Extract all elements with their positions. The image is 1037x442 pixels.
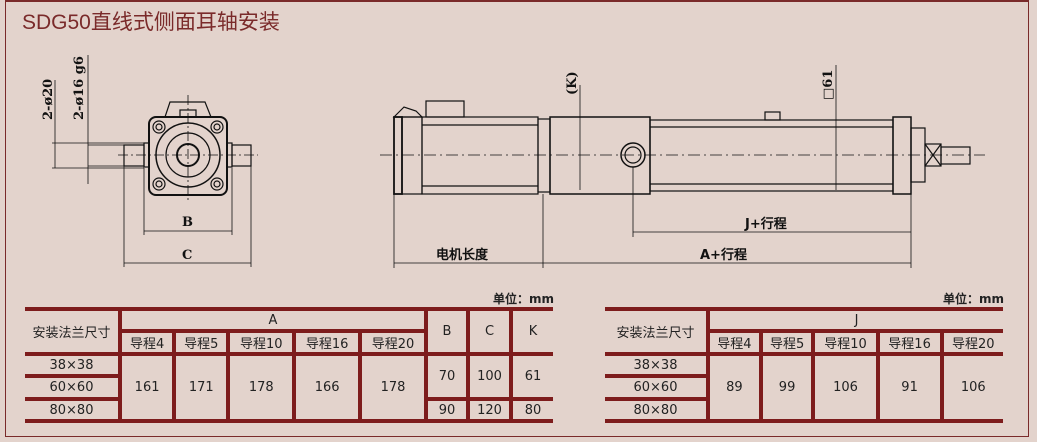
header-lead: 导程20 (358, 329, 426, 356)
flange-size: 80×80 (605, 397, 708, 423)
a-value: 178 (226, 352, 297, 423)
flange-size: 80×80 (25, 397, 122, 423)
dimension-table-a: 安装法兰尺寸 A B C K 导程4 导程5 导程10 导程16 导程20 38… (25, 307, 553, 423)
k-value: 80 (509, 397, 553, 423)
header-b: B (424, 307, 470, 356)
end-view (52, 55, 258, 267)
header-flange: 安装法兰尺寸 (25, 307, 122, 356)
flange-size: 38×38 (605, 352, 710, 378)
k-value: 61 (509, 352, 553, 401)
a-value: 161 (117, 352, 177, 423)
j-value: 99 (758, 352, 816, 423)
c-value: 120 (466, 397, 513, 423)
header-flange: 安装法兰尺寸 (605, 307, 710, 356)
dim-k: (K) (565, 71, 580, 95)
dim-phi20: 2-ø20 (41, 79, 56, 120)
dim-a-stroke: A+行程 (700, 247, 747, 263)
j-value: 91 (875, 352, 944, 423)
dim-b: B (182, 215, 193, 230)
a-value: 178 (358, 352, 428, 423)
header-lead: 导程10 (226, 329, 297, 356)
side-view (380, 65, 985, 268)
header-lead: 导程20 (939, 329, 1003, 356)
page-title: SDG50直线式侧面耳轴安装 (22, 11, 280, 34)
header-k: K (509, 307, 553, 356)
a-value: 171 (172, 352, 231, 423)
c-value: 100 (466, 352, 513, 401)
header-lead: 导程4 (120, 329, 177, 356)
flange-size: 60×60 (25, 374, 120, 401)
header-j: J (706, 307, 1003, 333)
j-value: 106 (939, 352, 1003, 423)
dim-c: C (182, 248, 192, 263)
j-value: 89 (706, 352, 763, 423)
a-value: 166 (292, 352, 363, 423)
technical-drawing: 2-ø20 2-ø16 g6 B C (K) □61 电机长度 J+行程 A+行… (41, 55, 985, 268)
header-c: C (466, 307, 513, 356)
unit-label-j: 单位：mm (943, 292, 1005, 306)
page-frame (5, 0, 1029, 437)
j-value: 106 (811, 352, 880, 423)
flange-size: 60×60 (605, 374, 708, 401)
dimension-table-j: 安装法兰尺寸 J 导程4 导程5 导程10 导程16 导程20 38×38 89… (605, 307, 1003, 423)
flange-size: 38×38 (25, 352, 122, 378)
header-lead: 导程16 (875, 329, 944, 356)
dim-61: □61 (821, 70, 836, 100)
dim-motor-length: 电机长度 (436, 247, 489, 263)
header-a: A (118, 307, 428, 333)
header-lead: 导程5 (172, 329, 231, 356)
dim-phi16: 2-ø16 g6 (72, 56, 87, 120)
b-value: 90 (424, 397, 470, 423)
header-lead: 导程16 (292, 329, 363, 356)
header-lead: 导程10 (811, 329, 880, 356)
header-lead: 导程5 (758, 329, 816, 356)
b-value: 70 (424, 352, 470, 401)
unit-label-a: 单位：mm (493, 292, 555, 306)
header-lead: 导程4 (708, 329, 763, 356)
dim-j-stroke: J+行程 (744, 216, 787, 232)
